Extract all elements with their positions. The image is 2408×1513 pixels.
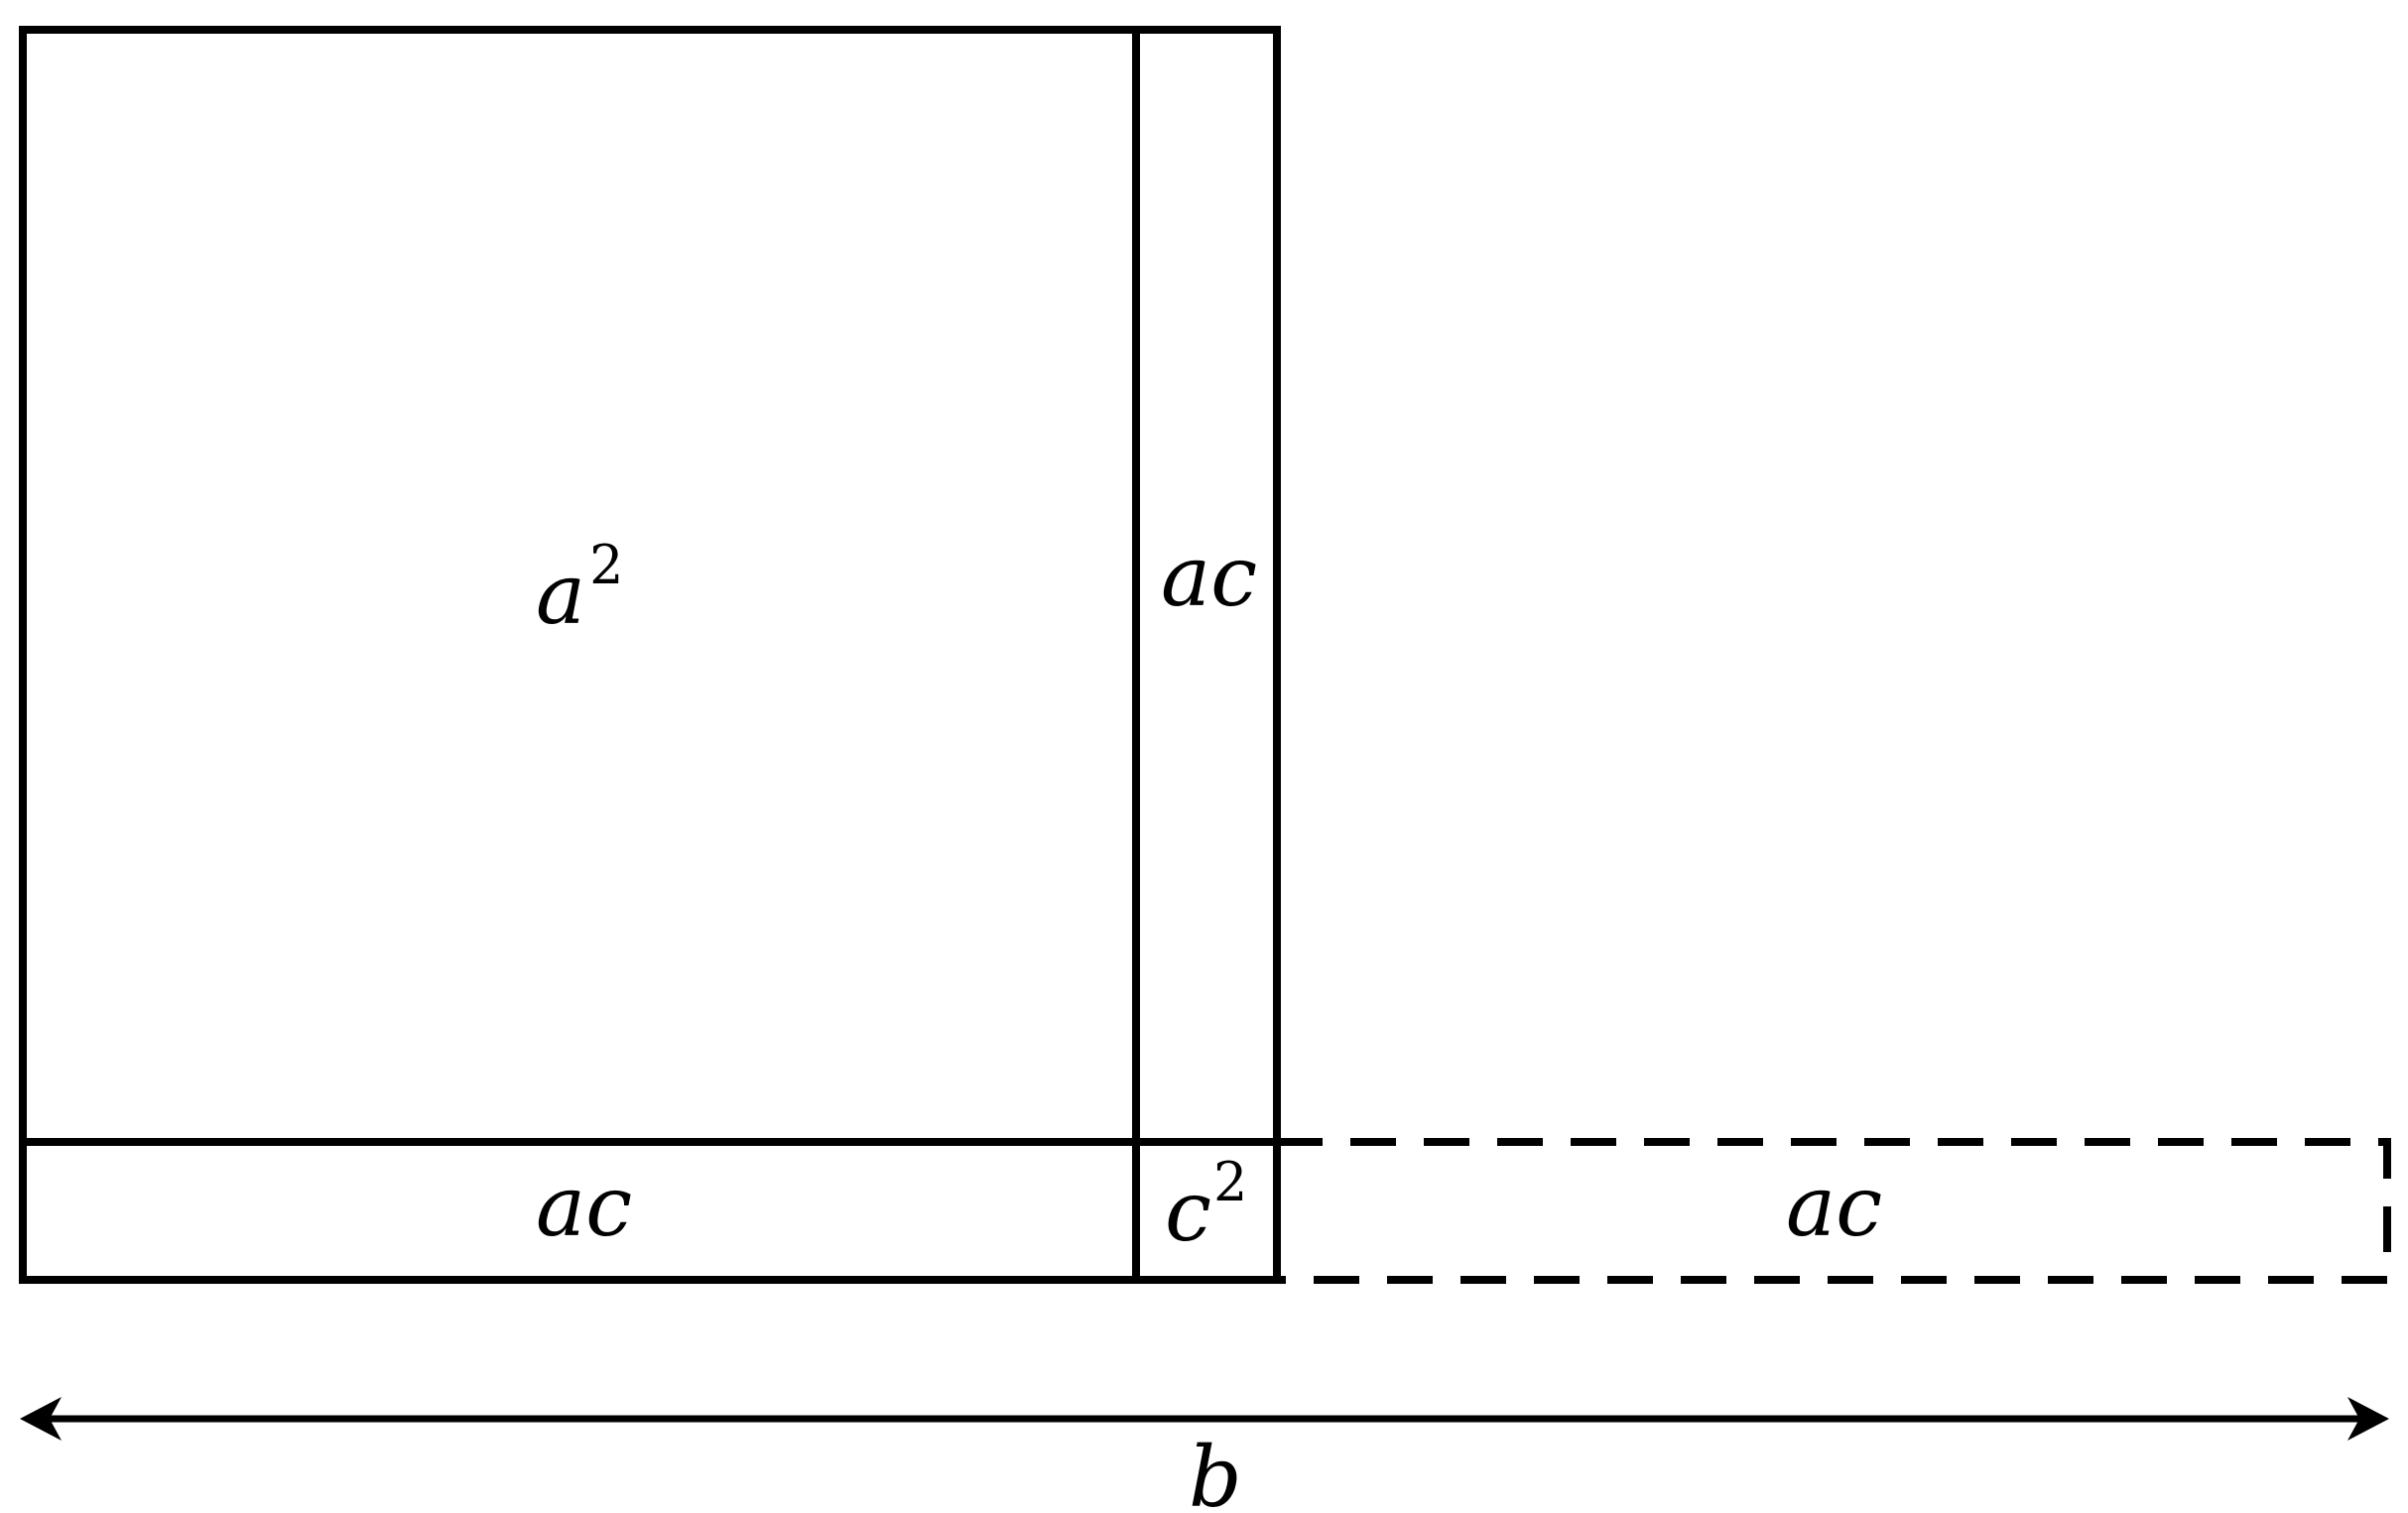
dashed-extension-rect [1277,1138,2391,1284]
left-arrowhead [20,1397,62,1441]
c-squared-base: c [1165,1163,1211,1260]
a-squared-base: a [536,546,585,643]
a-squared-exponent: 2 [589,534,623,596]
outer-square [19,26,1281,1284]
ac-extension-label: ac [1786,1158,1882,1255]
c-squared-exponent: 2 [1213,1151,1247,1213]
ac-right-column-label: ac [1161,528,1257,625]
b-dimension-label: b [1189,1429,1242,1513]
ac-bottom-row-label: ac [536,1158,632,1255]
c-squared-label: c2 [1165,1151,1247,1260]
right-arrowhead [2347,1397,2389,1441]
a-squared-label: a2 [536,534,623,643]
